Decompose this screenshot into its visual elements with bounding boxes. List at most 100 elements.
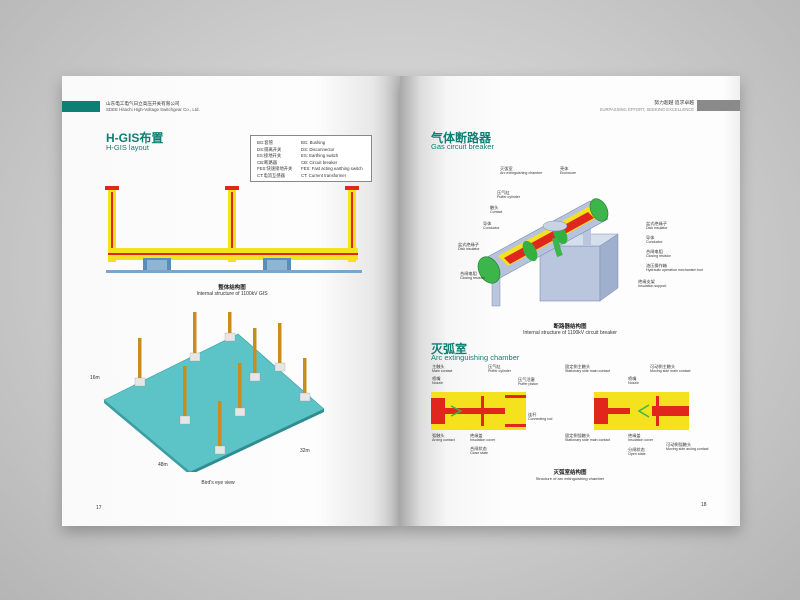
arc-title-cn: 灭弧室	[431, 342, 468, 356]
callout-label-en: Disk insulator	[646, 226, 668, 230]
arc-label-cn: 弧触头	[432, 433, 445, 438]
callout-label-en: Contact	[490, 210, 503, 214]
callout-label-cn: 盆式绝缘子	[646, 221, 667, 226]
bushing-column	[278, 323, 282, 363]
callout-label-en: Insulation support	[638, 284, 667, 288]
callout-label-cn: 触头	[490, 205, 499, 210]
bushing-column	[228, 312, 232, 333]
equipment-base	[249, 372, 261, 382]
base	[106, 270, 362, 273]
callout-label-cn: 灭弧室	[500, 166, 513, 171]
legend-abbr-en: FES: Fast acting earthing switch	[301, 166, 363, 171]
arc-label-en: Nozzle	[628, 381, 639, 385]
arc-chamber-close-state-diagram	[431, 392, 526, 430]
legend-abbr-en: CB: Circuit breaker	[301, 159, 338, 165]
callout-label-cn: 盆式绝缘子	[458, 242, 479, 247]
arc-label-en: Open state	[628, 452, 646, 456]
equipment-base	[214, 445, 226, 455]
callout-label-cn: 合闸电阻	[460, 271, 477, 276]
section-title-cn: H-GIS布置	[106, 131, 164, 145]
arc-label-en: Stationary side main contact	[565, 438, 611, 442]
arc-label-cn: 绝缘盖	[628, 433, 641, 438]
legend-abbr-cn: ES:接地开关	[257, 153, 282, 158]
bushing-column	[253, 328, 257, 373]
header-accent-bar	[62, 101, 100, 112]
bushing-column	[183, 366, 187, 416]
gcb-title-cn: 气体断路器	[431, 131, 492, 145]
gcb-title-en: Gas circuit breaker	[431, 142, 494, 151]
arc-label-cn: 绝缘盖	[470, 433, 483, 438]
arc-label-en: Connecting rod	[528, 417, 553, 421]
arc-label-en: Moving side main contact	[650, 369, 691, 373]
gcb-caption-en: Internal structure of 1100kV circuit bre…	[523, 330, 617, 336]
callout-label-cn: 绝缘支架	[638, 279, 655, 284]
bushing-column	[193, 312, 197, 353]
callout-label-cn: 压气缸	[497, 190, 510, 195]
birds-eye-view-illustration	[103, 312, 325, 472]
birds-eye-caption: Bird's eye view	[201, 480, 235, 486]
arc-label-cn: 喷嘴	[432, 376, 441, 381]
length-dimension: 48m	[158, 462, 168, 468]
arc-label-cn: 分闸状态	[628, 447, 645, 452]
arc-label-en: Stationary side main contact	[565, 369, 611, 373]
bushing-column	[303, 358, 307, 393]
legend-abbr-en: DS: Disconnector	[301, 146, 335, 152]
equipment-base	[299, 392, 311, 402]
callout-label-cn: 壳体	[560, 166, 569, 171]
arc-label-en: Puffer piston	[518, 382, 539, 386]
callout-label-en: Enclosure	[560, 171, 576, 175]
equipment-base	[234, 407, 246, 417]
circuit-breaker-illustration	[477, 198, 619, 307]
bushing-column	[238, 363, 242, 408]
legend-abbr-cn: BG:套管	[257, 140, 273, 145]
gcb-caption-cn: 断路器结构图	[553, 324, 587, 330]
arc-label-cn: 压气缸	[488, 364, 501, 369]
callout-label-en: Puffer cylinder	[497, 195, 520, 199]
legend-abbr-cn: CB:断路器	[257, 159, 278, 165]
arc-chamber-open-state-diagram	[594, 392, 689, 430]
arc-label-en: Moving side arcing contact	[666, 447, 709, 451]
callout-label-en: Conductor	[646, 240, 663, 244]
arc-label-cn: 喷嘴	[628, 376, 637, 381]
company-name-en: SDEE Hitachi High-Voltage Switchgear Co.…	[106, 107, 200, 112]
arc-label-cn: 固定侧主触头	[565, 364, 591, 369]
left-page: 山东电工电气日立高压开关有限公司 SDEE Hitachi High-Volta…	[62, 76, 400, 526]
callout-label-en: Hydraulic operation mechanism box	[646, 268, 704, 272]
arc-label-en: Close state	[470, 451, 488, 455]
slogan-cn: 努力超越 追求卓越	[654, 101, 694, 106]
callout-label-cn: 油压操作箱	[646, 263, 667, 268]
arc-label-cn: 压气活塞	[518, 377, 535, 382]
gis-structure-diagram	[105, 186, 362, 273]
arc-label-en: Arcing contact	[432, 438, 455, 442]
company-name-cn: 山东电工电气日立高压开关有限公司	[106, 101, 180, 106]
legend-abbr-en: ES: Earthing switch	[301, 153, 339, 158]
arc-label-cn: 固定侧弧触头	[565, 433, 591, 438]
arc-label-en: Puffer cylinder	[488, 369, 511, 373]
legend-abbr-en: CT: Current transformer	[301, 172, 347, 178]
page-number-left: 17	[96, 505, 102, 511]
legend-abbr-cn: CT:电流互感器	[257, 172, 285, 178]
callout-label-en: Closing resistor	[460, 276, 485, 280]
arc-label-en: Main contact	[432, 369, 453, 373]
callout-label-cn: 合闸电阻	[646, 249, 663, 254]
callout-label-cn: 导体	[483, 221, 492, 226]
section-title-en: H-GIS layout	[106, 143, 149, 152]
equipment-base	[274, 362, 286, 372]
gis-caption-en: Internal structure of 1100kV GIS	[196, 291, 268, 297]
equipment-base	[134, 377, 146, 387]
arc-title-en: Arc extinguishing chamber	[431, 353, 520, 362]
right-page: 努力超越 追求卓越 SURPASSING EFFORT, SEEKING EXC…	[400, 76, 740, 526]
equipment-base	[224, 332, 236, 342]
arc-label-en: Nozzle	[432, 381, 443, 385]
arc-label-cn: 主触头	[432, 364, 445, 369]
page-number-right: 18	[701, 502, 707, 508]
gis-caption-cn: 整体结构图	[218, 285, 246, 291]
floor-platform	[103, 333, 325, 472]
legend-abbr-en: BG: Bushing	[301, 140, 326, 145]
width-dimension: 32m	[300, 448, 310, 454]
legend-abbr-cn: DS:隔离开关	[257, 146, 282, 152]
callout-label-en: Arc extinguishing chamber	[500, 171, 543, 175]
arc-label-cn: 连杆	[528, 412, 537, 417]
legend-abbr-cn: FES:快速接地开关	[257, 166, 293, 171]
